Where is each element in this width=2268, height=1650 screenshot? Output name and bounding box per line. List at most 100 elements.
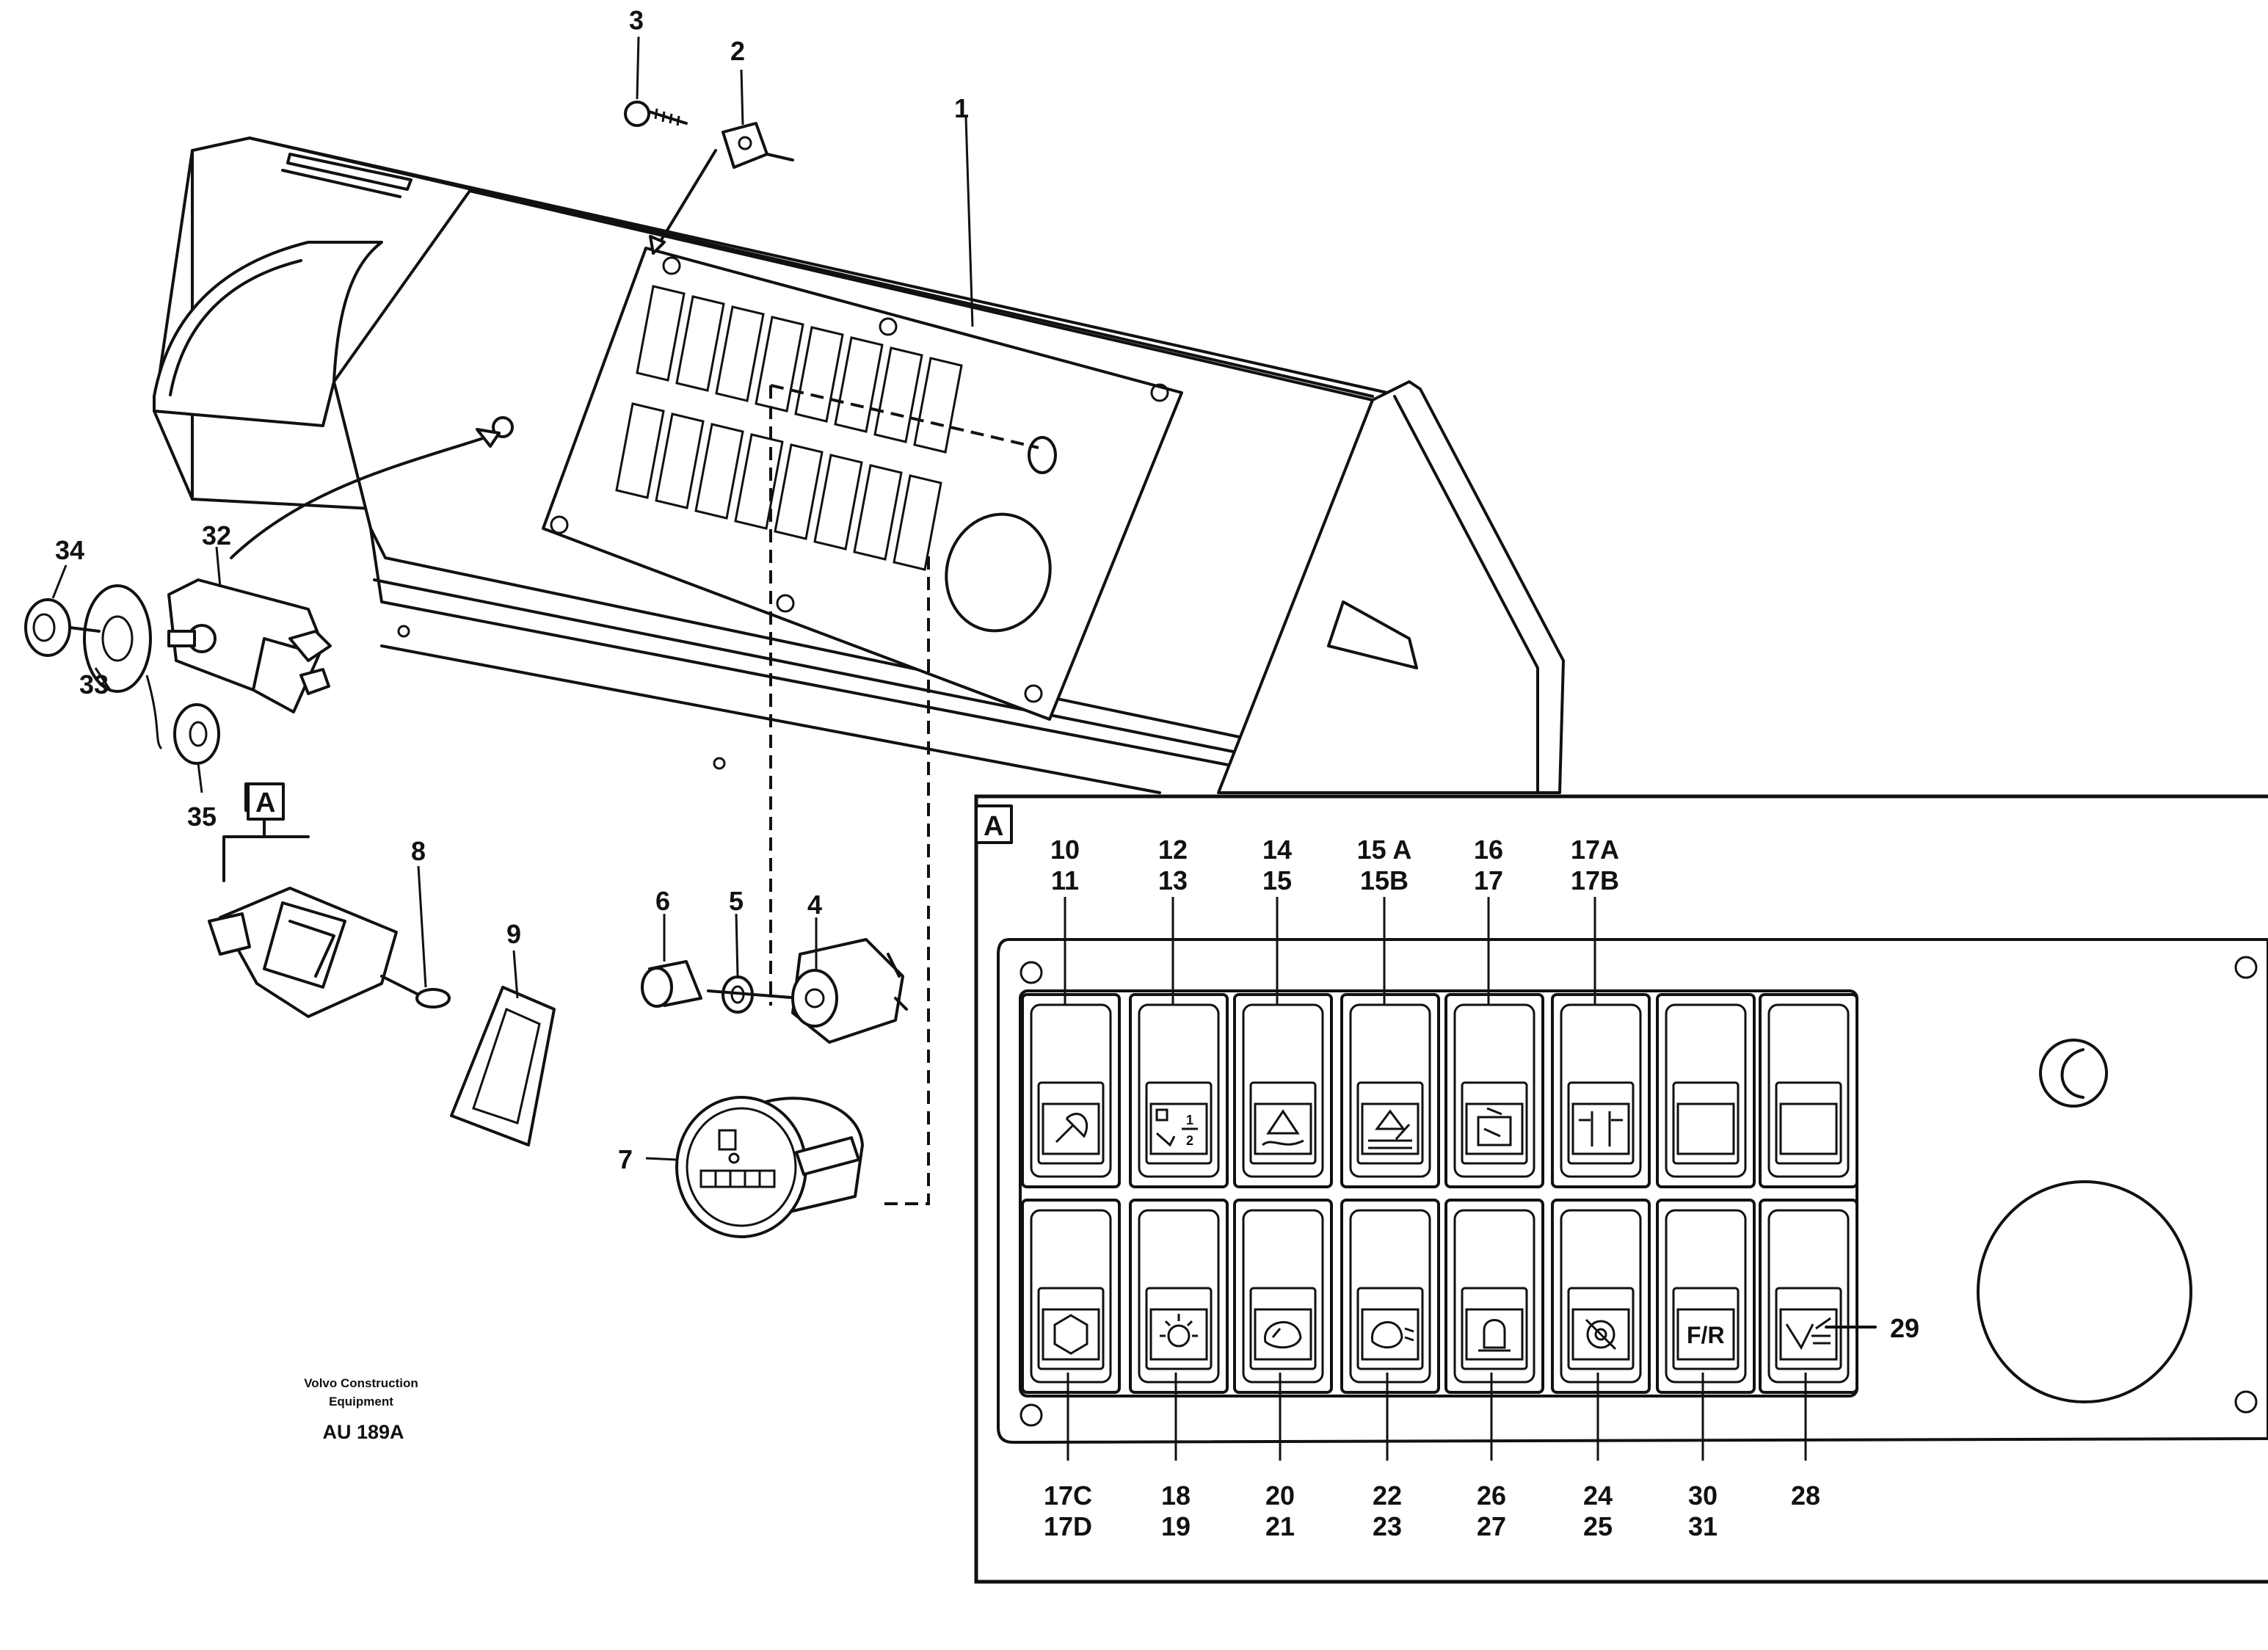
ring-part [83, 584, 163, 750]
plate-opening [893, 474, 942, 571]
knob-part [24, 598, 101, 657]
hour-meter-part [675, 1096, 864, 1238]
headlight-icon [1254, 1308, 1312, 1361]
svg-text:2: 2 [1186, 1133, 1193, 1148]
callout-33: 33 [79, 669, 109, 699]
plate-opening [615, 402, 665, 499]
plate-opening [636, 285, 686, 382]
ignition-switch-part [167, 428, 501, 713]
bottom-label-a-4: 22 [1373, 1480, 1402, 1511]
callout-3: 3 [629, 5, 644, 35]
rocker-switch-part [208, 782, 451, 1018]
top-label-b-1: 11 [1051, 865, 1079, 895]
rocker-switch-bottom-3 [1233, 1199, 1333, 1394]
beacon-icon [1465, 1308, 1524, 1361]
top-label-a-2: 12 [1158, 835, 1188, 865]
rotary-knob-part [641, 960, 702, 1008]
callout-leaders [51, 36, 974, 1161]
callout-7: 7 [618, 1144, 633, 1174]
bottom-label-b-3: 21 [1265, 1511, 1295, 1541]
hex-light-icon [1042, 1308, 1100, 1361]
plate-opening [655, 412, 705, 509]
plate-opening [813, 454, 863, 550]
callout-4: 4 [807, 890, 822, 920]
plate-opening [774, 443, 824, 540]
bottom-label-a-8: 28 [1791, 1480, 1820, 1511]
top-label-b-4: 15B [1360, 865, 1409, 895]
wiper-icon [1042, 1102, 1100, 1155]
view-marker-label: A [255, 788, 275, 818]
width-icon [1571, 1102, 1630, 1155]
plate-opening [794, 326, 844, 423]
bottom-label-b-7: 31 [1688, 1511, 1718, 1541]
plate-opening [755, 316, 804, 412]
rocker-switch-top-4 [1340, 993, 1440, 1188]
rocker-switch-bottom-4 [1340, 1199, 1440, 1394]
callout-32: 32 [202, 520, 231, 550]
top-label-a-5: 16 [1474, 835, 1503, 865]
top-label-b-6: 17B [1571, 865, 1619, 895]
top-label-a-1: 10 [1050, 835, 1080, 865]
rocker-switch-bottom-1 [1021, 1199, 1121, 1394]
blank-icon [1779, 1102, 1838, 1155]
plate-opening [913, 357, 963, 454]
lock-half-icon [1149, 1102, 1208, 1155]
bottom-label-b-6: 25 [1583, 1511, 1613, 1541]
top-label-a-4: 15 A [1357, 835, 1412, 865]
callout-8: 8 [411, 836, 426, 866]
washer-part [173, 703, 220, 765]
callout-1: 1 [954, 93, 969, 123]
plate-opening [873, 346, 923, 443]
blank-plug-part [450, 986, 556, 1146]
bucket-icon [1779, 1308, 1838, 1361]
rocker-switch-top-5 [1444, 993, 1544, 1188]
side-label-29: 29 [1890, 1313, 1919, 1343]
nut-part [707, 975, 802, 1014]
inset-title-box [975, 804, 1013, 844]
inset-title: A [984, 811, 1003, 842]
rocker-switch-bottom-2 [1129, 1199, 1229, 1394]
rocker-switch-top-2: 12 [1129, 993, 1229, 1188]
dashed-leaders [769, 384, 1039, 1205]
blank-icon [1676, 1102, 1735, 1155]
plate-opening [834, 336, 884, 433]
callout-9: 9 [506, 919, 521, 949]
bottom-label-a-5: 26 [1477, 1480, 1506, 1511]
svg-text:1: 1 [1186, 1113, 1193, 1127]
bottom-label-b-5: 27 [1477, 1511, 1506, 1541]
rocker-switch-top-8 [1759, 993, 1858, 1188]
pump-level-icon [1361, 1102, 1420, 1155]
callout-2: 2 [730, 36, 745, 66]
rocker-switch-bottom-6 [1551, 1199, 1651, 1394]
rocker-switch-top-3 [1233, 993, 1333, 1188]
bottom-label-b-2: 19 [1161, 1511, 1191, 1541]
bottom-label-a-1: 17C [1044, 1480, 1092, 1511]
plate-opening [694, 423, 744, 520]
rocker-switch-top-6 [1551, 993, 1651, 1188]
view-marker-a: A [247, 782, 285, 821]
svg-text:F/R: F/R [1687, 1322, 1725, 1348]
work-light-icon [1149, 1308, 1208, 1361]
drawing-number: AU 189A [322, 1421, 404, 1443]
top-label-b-3: 15 [1262, 865, 1292, 895]
switch-plate [542, 247, 1183, 721]
bottom-label-b-4: 23 [1373, 1511, 1402, 1541]
title-block: Volvo Construction Equipment AU 189A [304, 1376, 418, 1443]
rocker-switch-bottom-5 [1444, 1199, 1544, 1394]
bottom-label-a-3: 20 [1265, 1480, 1295, 1511]
callout-6: 6 [655, 886, 670, 916]
top-label-a-3: 14 [1262, 835, 1292, 865]
bottom-label-a-7: 30 [1688, 1480, 1718, 1511]
plate-opening [853, 464, 903, 561]
callout-34: 34 [55, 535, 84, 565]
top-label-b-5: 17 [1474, 865, 1503, 895]
callout-35: 35 [187, 802, 217, 832]
headlight-beam-icon [1361, 1308, 1420, 1361]
top-label-b-2: 13 [1158, 865, 1188, 895]
top-label-a-6: 17A [1571, 835, 1619, 865]
rocker-switch-top-7 [1656, 993, 1756, 1188]
clip-part [722, 122, 794, 169]
callout-numbers: 1 2 3 4 5 6 7 8 9 32 33 34 35 [55, 5, 969, 1174]
